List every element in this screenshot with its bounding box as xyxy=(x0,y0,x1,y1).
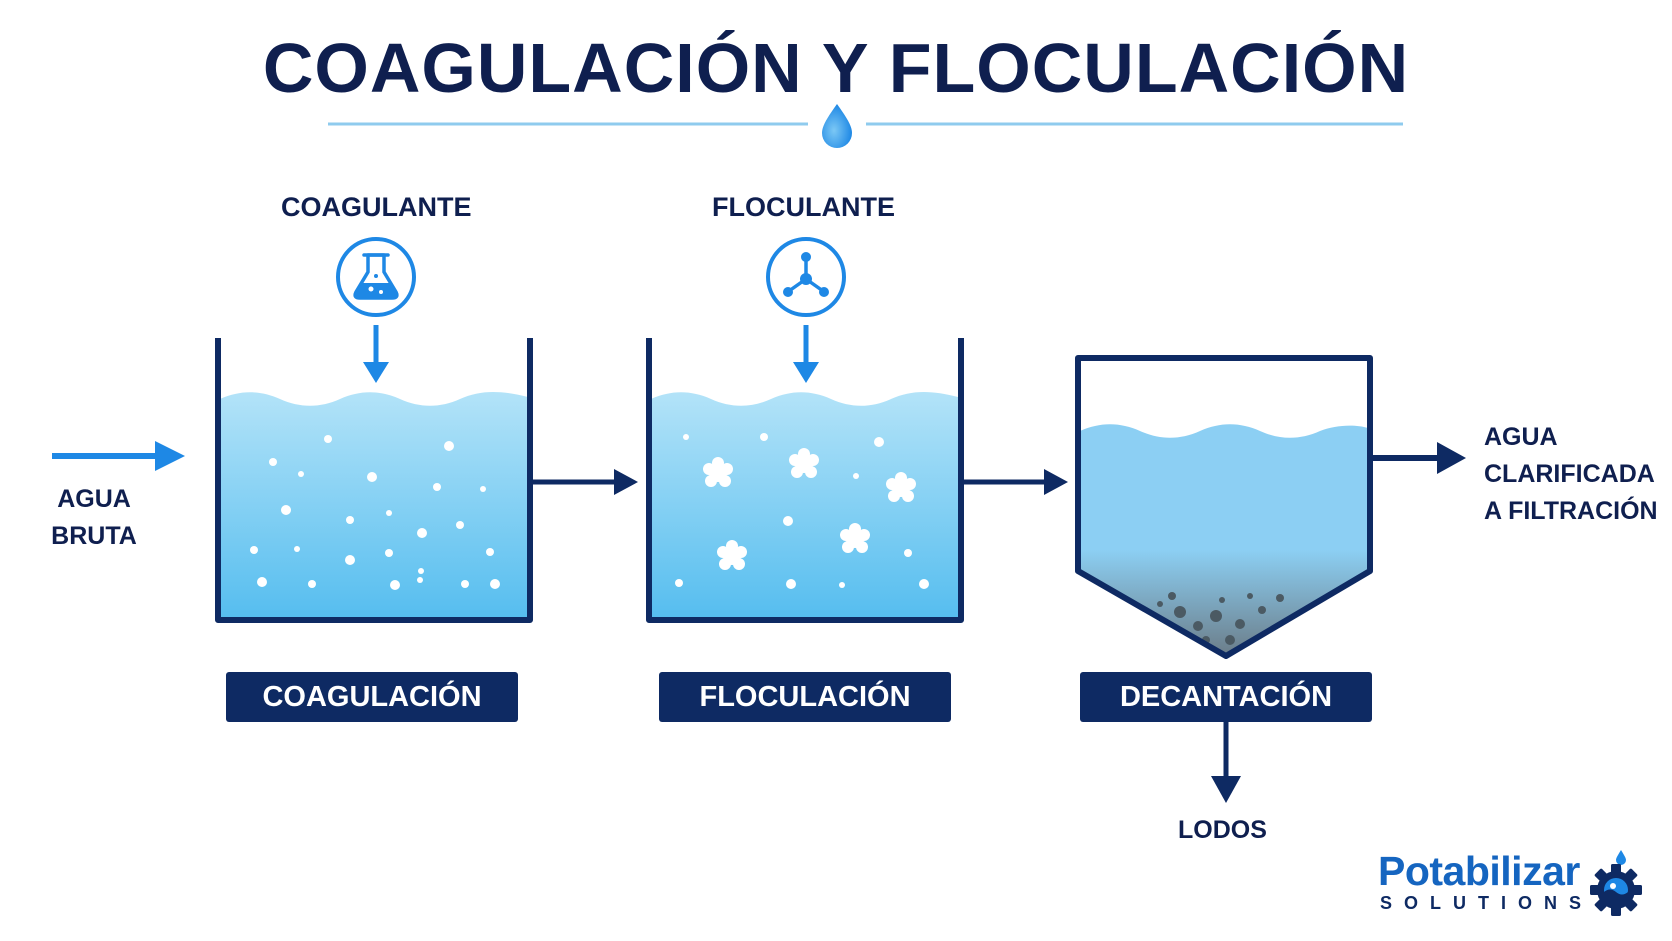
coagulant-dosing-arrow xyxy=(363,325,389,383)
connector-arrow-1 xyxy=(533,469,638,495)
coagulant-label: COAGULANTE xyxy=(281,192,472,222)
settling-tank xyxy=(1075,355,1373,659)
floc-particles xyxy=(675,433,929,589)
page-title: COAGULACIÓN Y FLOCULACIÓN xyxy=(262,29,1410,107)
flocculation-tank xyxy=(646,338,964,623)
logo-tagline: SOLUTIONS xyxy=(1380,893,1594,913)
outlet-label-line2: CLARIFICADA xyxy=(1484,460,1655,488)
stage-badge-decantation: DECANTACIÓN xyxy=(1080,672,1372,722)
sludge-label: LODOS xyxy=(1178,816,1267,844)
title-divider xyxy=(328,104,1403,148)
coagulation-particles xyxy=(250,435,500,590)
outlet-label-line3: A FILTRACIÓN xyxy=(1484,497,1658,525)
connector-arrow-2 xyxy=(964,469,1068,495)
droplet-icon xyxy=(822,104,852,148)
coagulation-tank xyxy=(215,338,533,623)
stage-badge-flocculation: FLOCULACIÓN xyxy=(659,672,951,722)
logo-name: Potabilizar xyxy=(1378,848,1580,894)
molecule-icon xyxy=(766,237,846,317)
inlet-label-line2: BRUTA xyxy=(51,522,137,550)
flocculant-label: FLOCULANTE xyxy=(712,192,895,222)
stage-badge-coagulation: COAGULACIÓN xyxy=(226,672,518,722)
sludge-arrow xyxy=(1211,722,1241,803)
gear-droplet-icon xyxy=(1590,850,1642,916)
flask-icon xyxy=(336,237,416,317)
flocculant-dosing-arrow xyxy=(793,325,819,383)
outlet-arrow xyxy=(1373,442,1466,474)
inlet-label: AGUA BRUTA xyxy=(48,481,140,555)
outlet-label-line1: AGUA xyxy=(1484,423,1558,451)
sludge-particles xyxy=(1157,592,1284,645)
inlet-label-line1: AGUA xyxy=(57,485,131,513)
outlet-label: AGUA CLARIFICADA A FILTRACIÓN xyxy=(1484,419,1658,530)
inlet-arrow xyxy=(52,441,185,471)
